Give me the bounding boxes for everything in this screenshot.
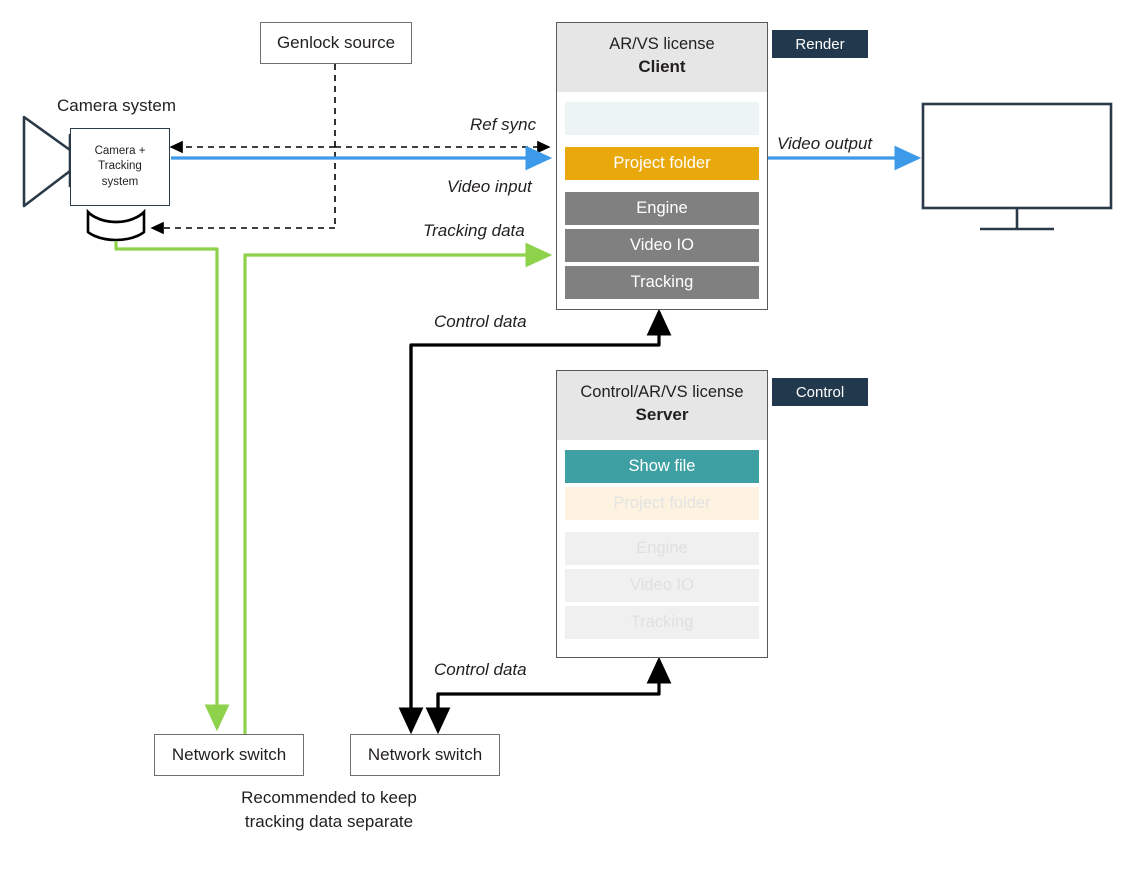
render-badge: Render xyxy=(772,30,868,58)
network-switch-tracking-label: Network switch xyxy=(171,745,287,764)
network-switch-tracking[interactable]: Network switch xyxy=(154,734,304,776)
client-row-empty[interactable] xyxy=(565,101,759,135)
control-badge: Control xyxy=(772,378,868,406)
switch-note-line-1: Recommended to keep xyxy=(241,788,417,807)
client-machine-header: AR/VS license Client xyxy=(557,23,767,92)
camera-body-line-3: system xyxy=(101,175,139,188)
client-license-label: AR/VS license xyxy=(609,35,715,53)
control-badge-label: Control xyxy=(795,383,845,401)
tracking-data-label: Tracking data xyxy=(423,221,525,240)
video-output-label: Video output xyxy=(777,134,873,153)
control-data-bottom-label: Control data xyxy=(434,660,527,679)
server-role-label: Server xyxy=(635,405,689,425)
client-machine-panel: AR/VS license Client Project folder Engi… xyxy=(556,22,768,310)
camera-body-line-2: Tracking xyxy=(98,160,142,173)
server-machine-header: Control/AR/VS license Server xyxy=(557,371,767,440)
client-module-list: Project folder Engine Video IO Tracking xyxy=(557,92,767,313)
server-machine-panel: Control/AR/VS license Server Show file P… xyxy=(556,370,768,658)
server-row-tracking[interactable]: Tracking xyxy=(565,605,759,639)
tracker-cylinder-icon xyxy=(86,208,146,242)
genlock-source-label: Genlock source xyxy=(276,33,396,52)
network-switch-control-label: Network switch xyxy=(367,745,483,764)
genlock-source-box[interactable]: Genlock source xyxy=(260,22,412,64)
switch-note-line-2: tracking data separate xyxy=(244,812,414,831)
client-row-video-io[interactable]: Video IO xyxy=(565,228,759,262)
camera-tracking-system-box: Camera + Tracking system xyxy=(70,128,170,206)
tracking-to-switch-wire xyxy=(114,241,230,732)
client-row-project-folder[interactable]: Project folder xyxy=(565,146,759,180)
server-license-label: Control/AR/VS license xyxy=(580,383,744,401)
server-module-list: Show file Project folder Engine Video IO… xyxy=(557,440,767,653)
control-data-top-label: Control data xyxy=(434,312,527,331)
camera-wedge-icon xyxy=(22,115,72,208)
monitor-icon xyxy=(921,102,1113,231)
client-role-label: Client xyxy=(638,57,686,77)
camera-body-line-1: Camera + xyxy=(94,144,146,157)
server-row-project-folder[interactable]: Project folder xyxy=(565,486,759,520)
server-row-video-io[interactable]: Video IO xyxy=(565,568,759,602)
server-row-show-file[interactable]: Show file xyxy=(565,449,759,483)
ref-sync-label: Ref sync xyxy=(470,115,537,134)
render-badge-label: Render xyxy=(795,35,845,53)
camera-system-caption: Camera system xyxy=(57,96,177,115)
video-input-label: Video input xyxy=(447,177,532,196)
tracking-to-client-wire xyxy=(243,242,553,736)
client-row-tracking[interactable]: Tracking xyxy=(565,265,759,299)
server-row-engine[interactable]: Engine xyxy=(565,531,759,565)
network-switch-control[interactable]: Network switch xyxy=(350,734,500,776)
client-row-engine[interactable]: Engine xyxy=(565,191,759,225)
